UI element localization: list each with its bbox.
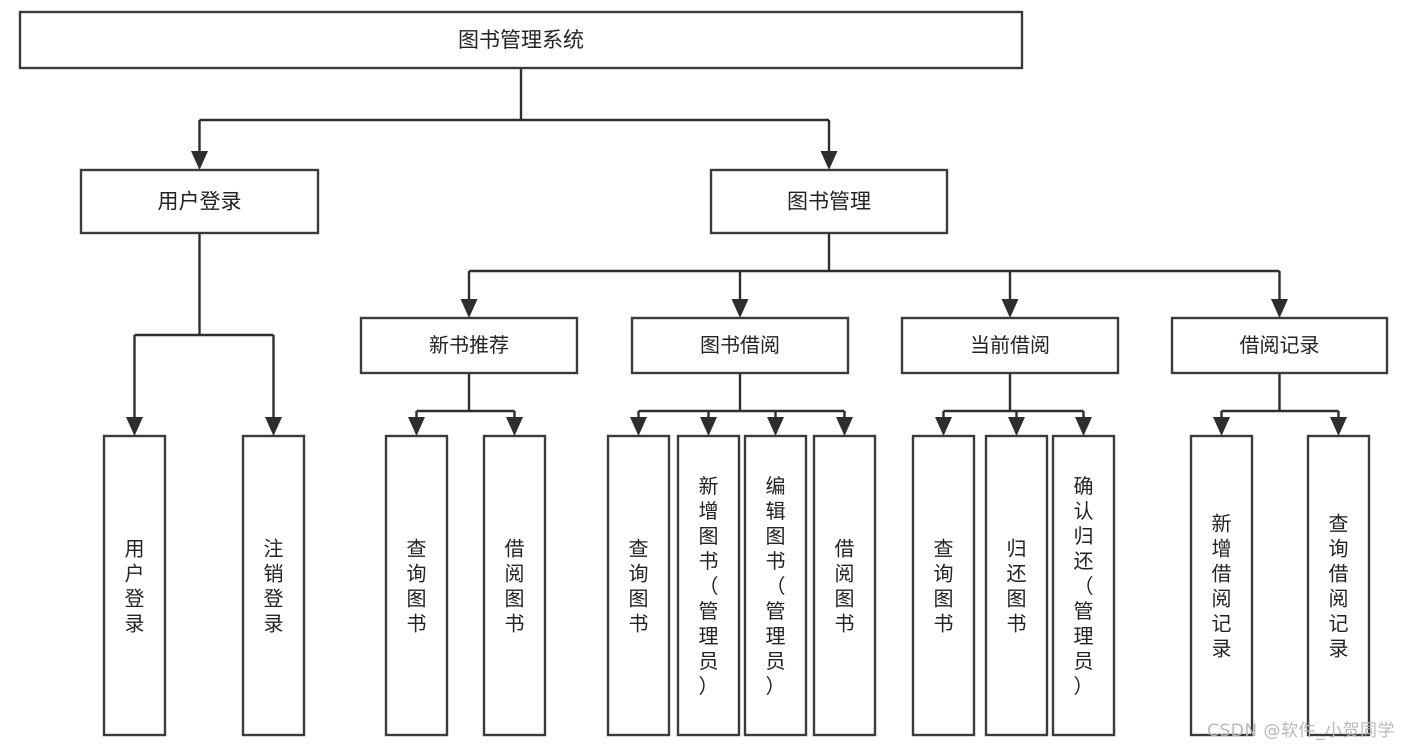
node-leaf-12[interactable]: 查询借阅记录	[1306, 434, 1371, 737]
node-leaf-0[interactable]: 用户登录	[102, 434, 167, 737]
node-label: 用户登录	[158, 190, 242, 214]
node-label: 查询借阅记录	[1329, 512, 1349, 661]
node-box[interactable]	[630, 316, 850, 375]
node-leaf-8[interactable]: 查询图书	[911, 434, 976, 737]
node-l3-3[interactable]: 借阅记录	[1170, 316, 1389, 375]
node-label: 查询图书	[407, 537, 427, 636]
node-leaf-7[interactable]: 借阅图书	[812, 434, 877, 737]
node-box[interactable]	[241, 434, 306, 737]
node-l2-0[interactable]: 用户登录	[79, 168, 320, 235]
node-label: 新增图书（管理员）	[699, 474, 719, 698]
node-box[interactable]	[1170, 316, 1389, 375]
csdn-watermark: CSDN @软件_小贺同学	[1207, 721, 1395, 741]
node-box[interactable]	[812, 434, 877, 737]
node-leaf-1[interactable]: 注销登录	[241, 434, 306, 737]
arrow-head-icon	[460, 299, 478, 318]
node-box[interactable]	[482, 434, 547, 737]
node-leaf-3[interactable]: 借阅图书	[482, 434, 547, 737]
node-box[interactable]	[1051, 434, 1116, 737]
arrow-head-icon	[506, 417, 523, 436]
arrow-head-icon	[630, 417, 647, 436]
arrow-head-icon	[126, 417, 143, 436]
node-label: 当前借阅	[970, 333, 1050, 357]
arrow-head-icon	[935, 417, 952, 436]
arrow-head-icon	[1271, 299, 1288, 318]
arrow-head-icon	[191, 151, 208, 170]
node-leaf-6[interactable]: 编辑图书（管理员）	[743, 434, 808, 737]
node-leaf-5[interactable]: 新增图书（管理员）	[676, 434, 741, 737]
node-box[interactable]	[79, 168, 320, 235]
node-label: 新书推荐	[429, 333, 509, 357]
node-label: 新增借阅记录	[1212, 512, 1232, 661]
connector-layer	[126, 68, 1347, 436]
node-box[interactable]	[102, 434, 167, 737]
node-label: 注销登录	[264, 537, 284, 636]
node-label: 图书借阅	[700, 333, 780, 357]
node-root-0[interactable]: 图书管理系统	[18, 10, 1024, 70]
arrow-head-icon	[265, 417, 282, 436]
node-box[interactable]	[606, 434, 671, 737]
node-l3-1[interactable]: 图书借阅	[630, 316, 850, 375]
node-l3-2[interactable]: 当前借阅	[900, 316, 1120, 375]
node-label: 查询图书	[629, 537, 649, 636]
node-l2-1[interactable]: 图书管理	[709, 168, 949, 235]
arrow-head-icon	[408, 417, 425, 436]
arrow-head-icon	[1213, 417, 1230, 436]
arrow-head-icon	[1001, 299, 1019, 318]
arrow-head-icon	[1330, 417, 1347, 436]
node-layer: 图书管理系统用户登录图书管理新书推荐图书借阅当前借阅借阅记录用户登录注销登录查询…	[18, 10, 1389, 737]
node-l3-0[interactable]: 新书推荐	[359, 316, 579, 375]
node-label: 归还图书	[1007, 537, 1027, 636]
arrow-head-icon	[1008, 417, 1025, 436]
node-box[interactable]	[911, 434, 976, 737]
node-leaf-4[interactable]: 查询图书	[606, 434, 671, 737]
node-box[interactable]	[1189, 434, 1254, 737]
node-box[interactable]	[384, 434, 449, 737]
node-box[interactable]	[984, 434, 1049, 737]
node-leaf-11[interactable]: 新增借阅记录	[1189, 434, 1254, 737]
node-label: 图书管理	[787, 190, 871, 214]
node-label: 用户登录	[125, 537, 145, 636]
node-label: 借阅记录	[1240, 333, 1320, 357]
node-label: 借阅图书	[835, 537, 855, 636]
node-leaf-9[interactable]: 归还图书	[984, 434, 1049, 737]
node-label: 图书管理系统	[458, 28, 584, 52]
node-box[interactable]	[900, 316, 1120, 375]
arrow-head-icon	[1075, 417, 1092, 436]
arrow-head-icon	[731, 299, 749, 318]
node-box[interactable]	[743, 434, 808, 737]
node-box[interactable]	[1306, 434, 1371, 737]
arrow-head-icon	[820, 151, 838, 170]
node-label: 编辑图书（管理员）	[766, 474, 786, 698]
node-label: 确认归还（管理员）	[1074, 474, 1094, 698]
node-box[interactable]	[676, 434, 741, 737]
node-box[interactable]	[359, 316, 579, 375]
node-label: 查询图书	[934, 537, 954, 636]
arrow-head-icon	[700, 417, 717, 436]
arrow-head-icon	[836, 417, 853, 436]
node-box[interactable]	[18, 10, 1024, 70]
arrow-head-icon	[767, 417, 784, 436]
node-box[interactable]	[709, 168, 949, 235]
node-leaf-2[interactable]: 查询图书	[384, 434, 449, 737]
node-leaf-10[interactable]: 确认归还（管理员）	[1051, 434, 1116, 737]
node-label: 借阅图书	[505, 537, 525, 636]
